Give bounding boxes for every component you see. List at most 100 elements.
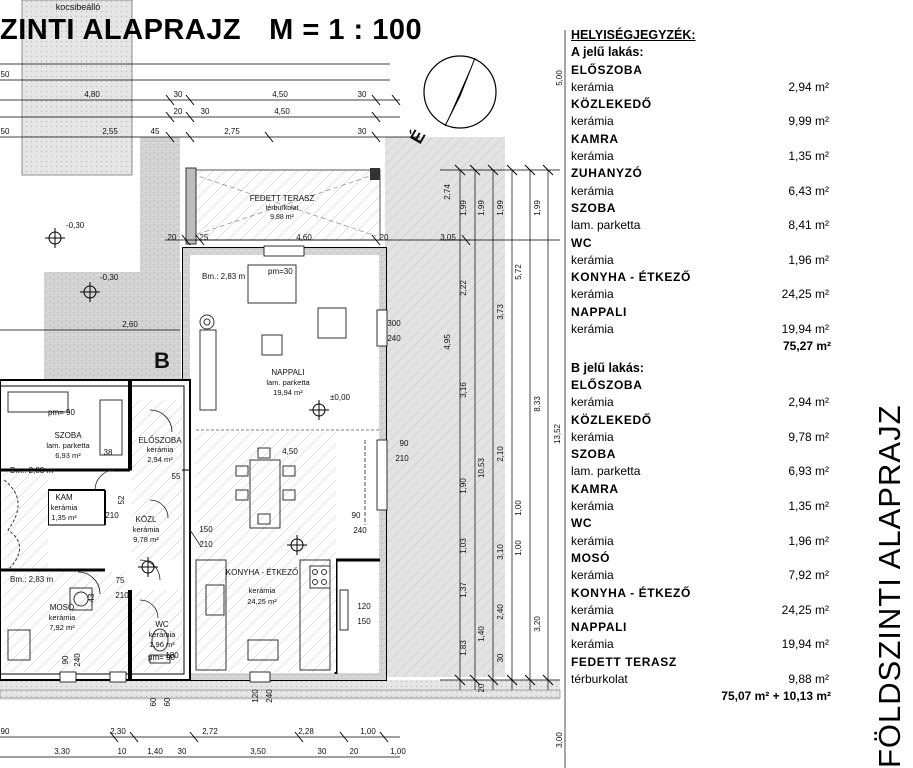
dim-top-30d: 30 bbox=[201, 107, 210, 116]
kitchen-floor: kerámia bbox=[249, 586, 277, 595]
schedule-room-area: 24,25 m² bbox=[781, 602, 829, 617]
dim-r-1-40: 1,40 bbox=[477, 626, 486, 642]
dim-top-4-80: 4,80 bbox=[84, 90, 100, 99]
schedule-room-area: 19,94 m² bbox=[781, 637, 829, 652]
drawing-scale: M = 1 : 100 bbox=[269, 14, 423, 46]
apartment-b-total: 75,07 m² + 10,13 m² bbox=[721, 689, 831, 704]
dim-bot-1-00a: 1,00 bbox=[360, 727, 376, 736]
schedule-room-area: 1,96 m² bbox=[788, 533, 829, 548]
opening-240a: 240 bbox=[387, 334, 401, 343]
opening-210d: 210 bbox=[105, 511, 119, 520]
pantry-area: 1,35 m² bbox=[51, 513, 77, 522]
level-outside-2: -0,30 bbox=[100, 273, 119, 282]
schedule-room-name: FEDETT TERASZ bbox=[571, 654, 677, 669]
schedule-room-floor: kerámia bbox=[571, 252, 614, 267]
schedule-room-area: 9,99 m² bbox=[788, 114, 829, 129]
schedule-room-name: ZUHANYZÓ bbox=[571, 166, 643, 181]
schedule-room-area: 9,88 m² bbox=[788, 671, 829, 686]
pm-bedroom: pm= 90 bbox=[48, 408, 75, 417]
dim-top-50b: 50 bbox=[1, 127, 10, 136]
apartment-b-title: B jelű lakás: bbox=[571, 360, 644, 375]
dim-bot-90: 90 bbox=[1, 727, 10, 736]
schedule-room-name: MOSÓ bbox=[571, 550, 611, 565]
block-label: B bbox=[154, 348, 170, 373]
dim-r-2-40: 2,40 bbox=[496, 604, 505, 620]
room-labels: NAPPALI lam. parketta 19,94 m² KONYHA - … bbox=[46, 368, 310, 649]
dim-r-3-20: 3,20 bbox=[533, 616, 542, 632]
schedule-room-name: ELŐSZOBA bbox=[571, 377, 643, 392]
dim-r-3-16: 3,16 bbox=[459, 382, 468, 398]
dim-top-2-60: 2,60 bbox=[122, 320, 138, 329]
dim-r-3-10: 3,10 bbox=[496, 544, 505, 560]
dim-top-3-05: 3,05 bbox=[440, 233, 456, 242]
dim-bot-3-30: 3,30 bbox=[54, 747, 70, 756]
opening-150b: 150 bbox=[199, 525, 213, 534]
schedule-room-floor: kerámia bbox=[571, 533, 614, 548]
dim-top-2-55: 2,55 bbox=[102, 127, 118, 136]
dim-bot-2-30: 2,30 bbox=[110, 727, 126, 736]
corridor-floor: kerámia bbox=[133, 525, 161, 534]
dim-top-20: 20 bbox=[168, 233, 177, 242]
hall-name: ELŐSZOBA bbox=[138, 436, 182, 445]
dim-r-3-73: 3,73 bbox=[496, 304, 505, 320]
opening-150a: 150 bbox=[357, 617, 371, 626]
dim-bot-2-72: 2,72 bbox=[202, 727, 218, 736]
opening-55: 55 bbox=[172, 472, 181, 481]
living-floor: lam. parketta bbox=[266, 378, 310, 387]
bm-laundry: Bm.: 2,83 m bbox=[10, 575, 53, 584]
dim-r-1-03: 1,03 bbox=[459, 538, 468, 554]
dim-r-1-00b: 1,00 bbox=[514, 540, 523, 556]
schedule-room-floor: kerámia bbox=[571, 568, 614, 583]
schedule-room-name: WC bbox=[571, 516, 593, 531]
level-living: ±0,00 bbox=[330, 393, 351, 402]
dim-bot-1-00b: 1,00 bbox=[390, 747, 406, 756]
schedule-room-row: kerámia 1,96 m² bbox=[571, 252, 829, 269]
dim-r-2-10: 2,10 bbox=[496, 446, 505, 462]
opening-120b: 120 bbox=[251, 689, 260, 703]
schedule-room-area: 6,93 m² bbox=[788, 464, 829, 479]
opening-75: 75 bbox=[116, 576, 125, 585]
level-outside-1: -0,30 bbox=[66, 221, 85, 230]
dim-r-2-22: 2,22 bbox=[459, 280, 468, 296]
opening-labels: 300 240 90 210 90 240 120 150 150 210 75… bbox=[61, 319, 409, 706]
dim-top-4-50c: 4,50 bbox=[282, 447, 298, 456]
opening-300: 300 bbox=[387, 319, 401, 328]
pantry-floor: kerámia bbox=[51, 503, 79, 512]
terrace-area: 9,88 m² bbox=[270, 214, 294, 221]
schedule-room-row: kerámia 1,96 m² bbox=[571, 533, 829, 550]
schedule-room-floor: kerámia bbox=[571, 183, 614, 198]
living-name: NAPPALI bbox=[271, 368, 304, 377]
dim-r-1-99b: 1,99 bbox=[477, 200, 486, 216]
opening-120a: 120 bbox=[357, 602, 371, 611]
hall-area: 2,94 m² bbox=[147, 455, 173, 464]
hall-floor: kerámia bbox=[147, 445, 175, 454]
schedule-room-area: 1,96 m² bbox=[788, 252, 829, 267]
corridor-name: KÖZL bbox=[136, 515, 157, 524]
schedule-room-name: KÖZLEKEDŐ bbox=[571, 97, 652, 112]
wc-area: 1,96 m² bbox=[149, 640, 175, 649]
schedule-room-name: SZOBA bbox=[571, 200, 616, 215]
dim-r-1-83: 1,83 bbox=[459, 640, 468, 656]
schedule-room-floor: kerámia bbox=[571, 79, 614, 94]
dim-bot-30a: 30 bbox=[178, 747, 187, 756]
schedule-room-area: 1,35 m² bbox=[788, 149, 829, 164]
schedule-room-floor: lam. parketta bbox=[571, 218, 641, 233]
laundry-floor: kerámia bbox=[49, 613, 77, 622]
bedroom-name: SZOBA bbox=[54, 431, 82, 440]
opening-52: 52 bbox=[117, 495, 126, 504]
schedule-room-floor: kerámia bbox=[571, 395, 614, 410]
terrace-name: FEDETT TERASZ bbox=[250, 194, 315, 203]
schedule-room-area: 24,25 m² bbox=[781, 287, 829, 302]
dim-bot-1-40: 1,40 bbox=[147, 747, 163, 756]
carport-label: kocsibeálló bbox=[56, 2, 101, 12]
schedule-room-floor: térburkolat bbox=[571, 671, 628, 686]
schedule-room-name: NAPPALI bbox=[571, 304, 627, 319]
